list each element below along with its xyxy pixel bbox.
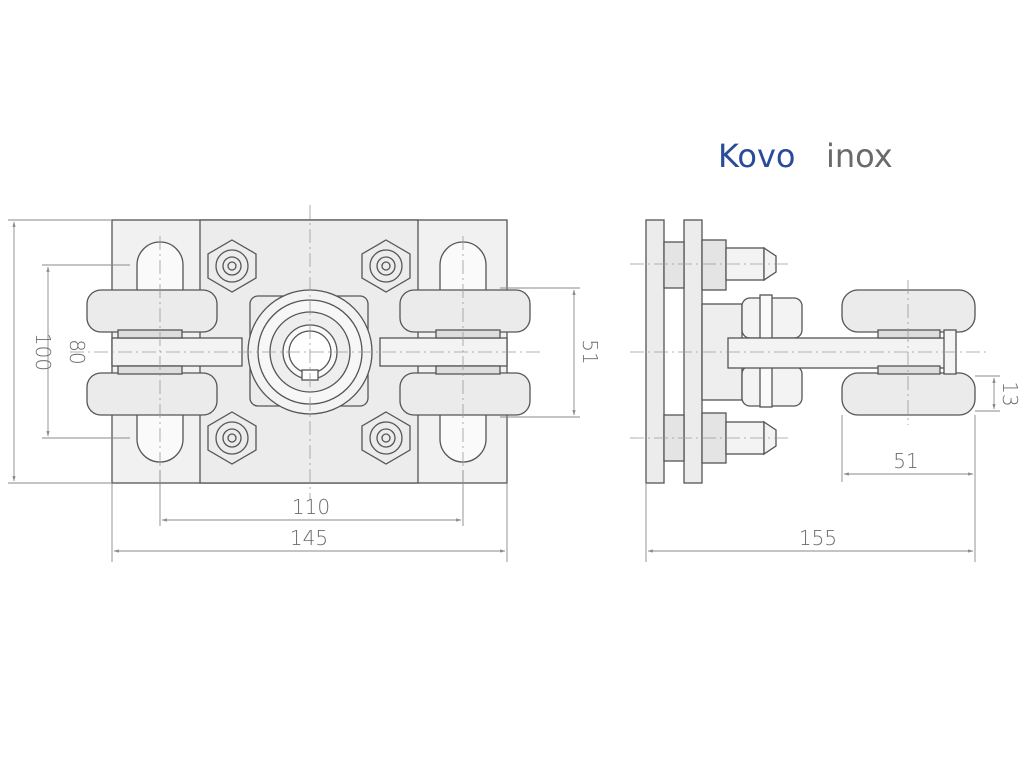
wheel-left-top [86,289,218,333]
dim-label-80: 80 [65,339,89,364]
dim-label-51-side: 51 [893,449,918,473]
side-arm [727,337,955,369]
logo-text-inox: inox [826,137,893,175]
dim-label-110: 110 [292,495,330,519]
wheel-left-bottom [86,372,218,416]
wheel-right-top [399,289,531,333]
front-dimension-labels: 100 80 51 110 145 [31,333,602,550]
front-view [70,205,540,500]
side-dimension-labels: 13 51 155 [799,381,1022,550]
dim-label-155: 155 [799,526,837,550]
wheel-right-bottom [399,372,531,416]
side-plate-back [645,219,665,484]
side-dimensions [645,375,1000,562]
side-centerlines [630,263,990,439]
logo-text-kovo: Kovo [718,137,795,175]
kovoinox-logo: Kovo inox [718,137,893,175]
front-dimensions [8,219,580,562]
hex-nut-top-right [361,239,411,293]
side-plate-front [683,219,703,484]
dim-label-100: 100 [31,333,55,371]
hex-nut-bottom-left [207,411,257,465]
side-bolt-top [701,239,777,291]
hex-nut-top-left [207,239,257,293]
dim-label-51-front: 51 [578,339,602,364]
side-wheel-bottom [841,372,976,416]
dim-label-145: 145 [290,526,328,550]
side-wheel-top [841,289,976,333]
hex-nut-bottom-right [361,411,411,465]
dim-label-13: 13 [998,381,1022,406]
front-centerlines [70,205,540,500]
side-view [630,219,990,484]
